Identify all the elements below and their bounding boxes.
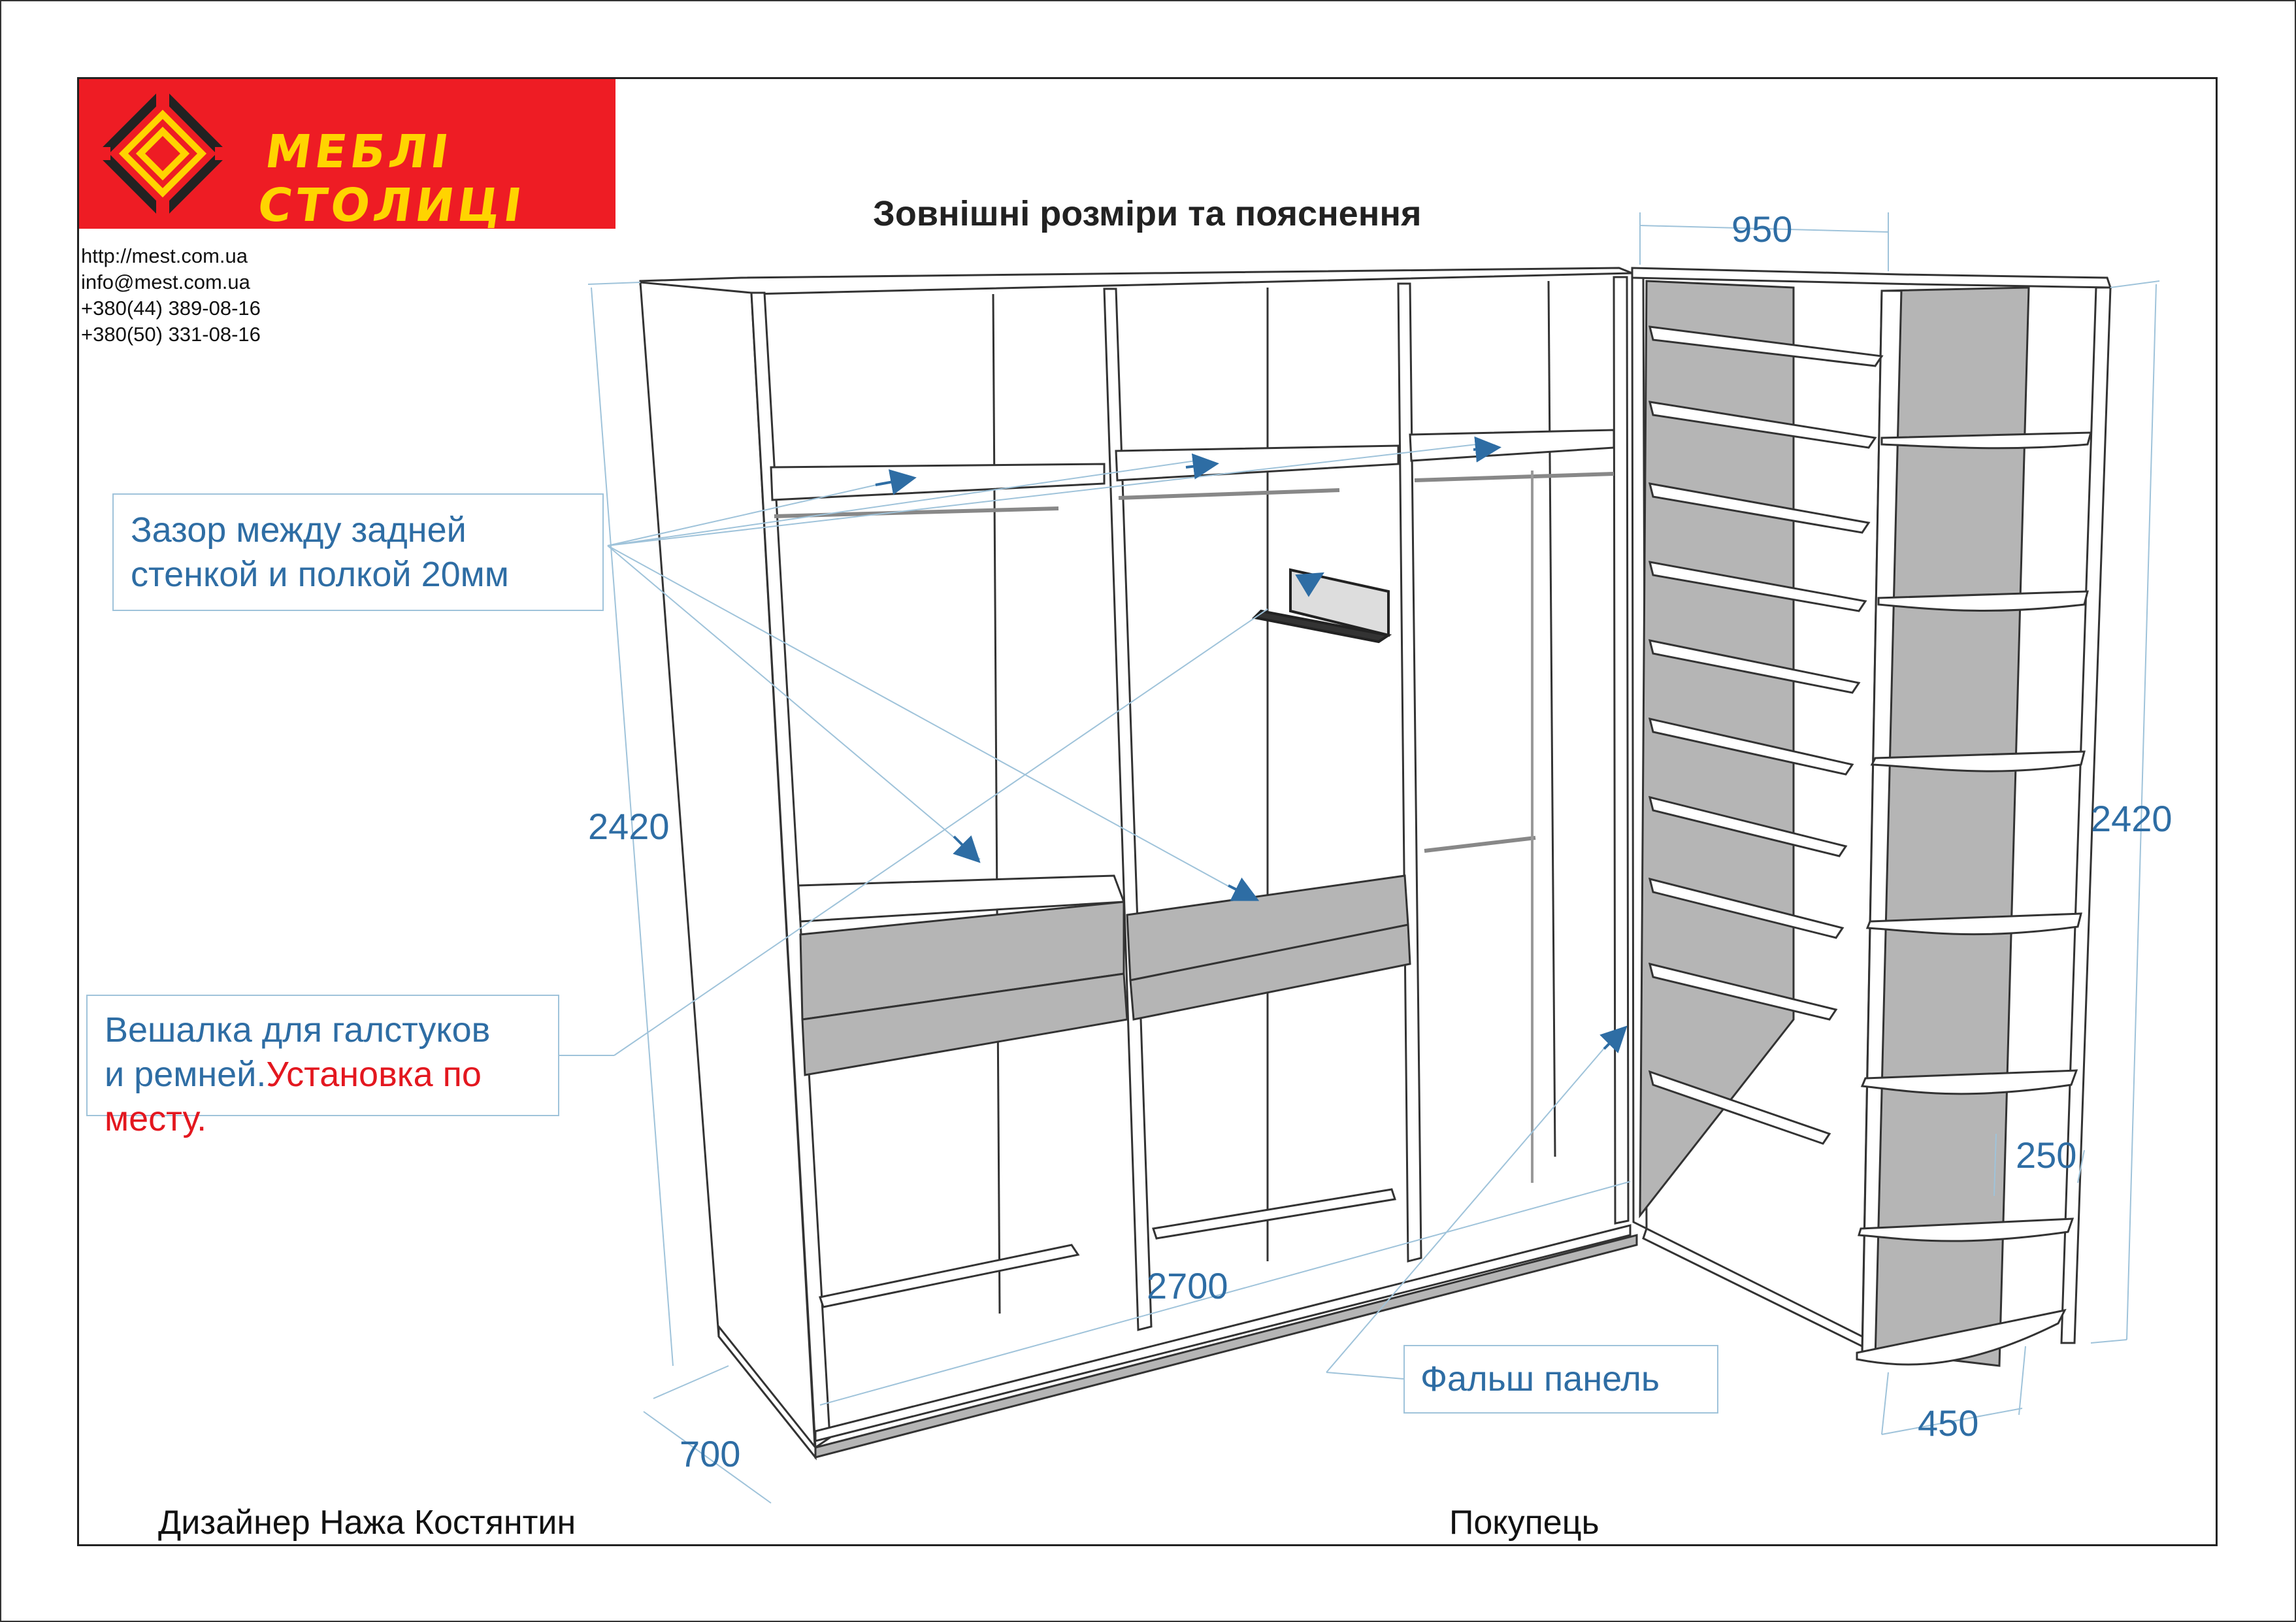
main-wardrobe <box>639 267 1638 1461</box>
dim-corner-width: 950 <box>1731 208 1793 250</box>
gap-note: Зазор между задней стенкой и полкой 20мм <box>112 493 604 611</box>
brand-logo: МЕБЛІ СТОЛИЦІ <box>79 79 615 232</box>
designer-signature: Дизайнер Нажа Костянтин <box>158 1504 576 1542</box>
hanger-note-blue: и ремней. <box>105 1055 267 1094</box>
customer-signature: Покупець <box>1449 1504 1599 1542</box>
phone-2: +380(50) 331-08-16 <box>81 323 261 346</box>
dim-height-right: 2420 <box>2091 798 2173 839</box>
website-link[interactable]: http://mest.com.ua <box>81 244 248 267</box>
corner-unit <box>1631 267 2112 1367</box>
dim-shelf-width: 450 <box>1918 1402 1979 1444</box>
hanger-note-line-2: и ремней.Установка по месту. <box>105 1052 558 1141</box>
gap-note-line-2: стенкой и полкой 20мм <box>131 555 509 594</box>
gap-note-line-1: Зазор между задней <box>131 510 467 550</box>
phone-1: +380(44) 389-08-16 <box>81 297 261 320</box>
dim-height-left: 2420 <box>588 806 670 847</box>
dim-shelf-depth: 250 <box>2016 1134 2077 1176</box>
tie-hanger-note: Вешалка для галстуков и ремней.Установка… <box>86 995 559 1138</box>
leader-lines <box>559 212 2160 1504</box>
dim-length: 2700 <box>1147 1265 1228 1306</box>
tie-hanger-icon <box>1251 568 1392 644</box>
dim-depth: 700 <box>680 1433 741 1474</box>
drawing-frame <box>77 77 2218 1546</box>
annotation-arrows <box>875 436 1628 1053</box>
contact-block: http://mest.com.ua info@mest.com.ua +380… <box>81 243 261 348</box>
diamond-logo-icon <box>91 88 235 219</box>
hanger-note-line-1: Вешалка для галстуков <box>105 1010 491 1050</box>
email-link[interactable]: info@mest.com.ua <box>81 271 250 293</box>
page-title: Зовнішні розміри та пояснення <box>873 194 1422 233</box>
hanger-note-red: Установка по месту. <box>105 1055 482 1138</box>
false-panel-note: Фальш панель <box>1403 1345 1718 1414</box>
